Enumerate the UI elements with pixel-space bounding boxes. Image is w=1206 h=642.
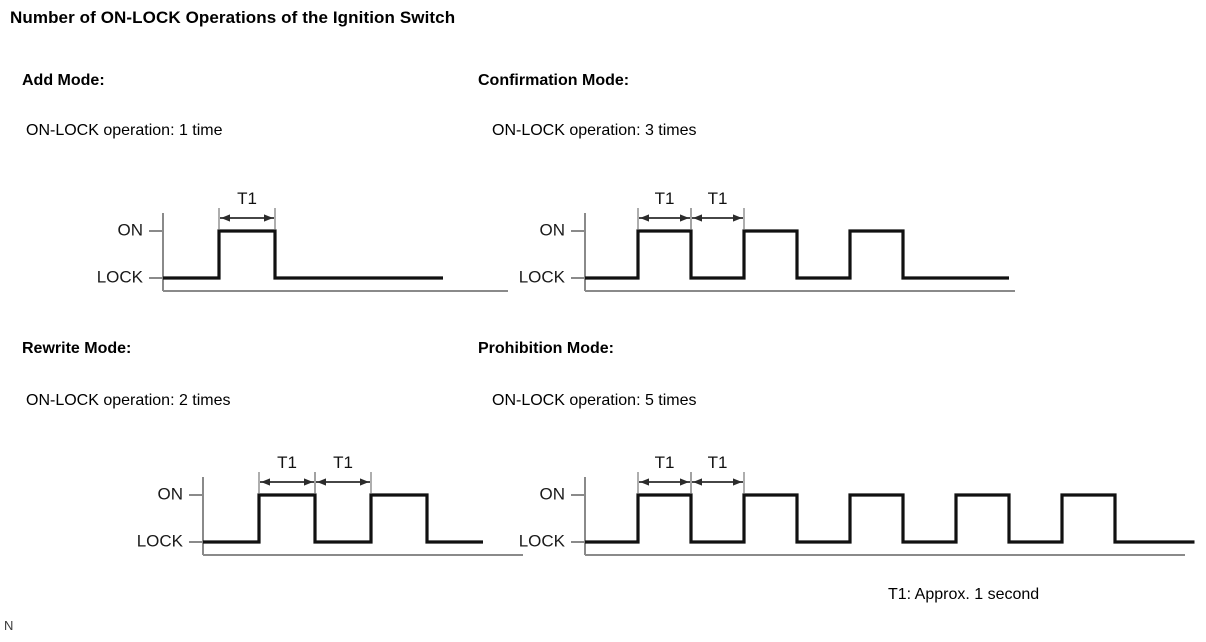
t1-label: T1 (708, 189, 728, 208)
waveform-prohibition-mode: ON LOCK T1 T1 (519, 442, 1197, 572)
level-label-on: ON (158, 484, 184, 503)
stray-page-mark: N (4, 618, 14, 633)
level-label-lock: LOCK (519, 267, 566, 286)
t1-arrowhead-left-icon (640, 478, 649, 486)
t1-arrowhead-left-icon (693, 478, 702, 486)
t1-label: T1 (237, 189, 257, 208)
level-label-on: ON (540, 220, 566, 239)
t1-arrowhead-left-icon (221, 214, 230, 222)
t1-arrowhead-right-icon (733, 214, 742, 222)
panel-subtitle-prohibition-mode: ON-LOCK operation: 5 times (492, 392, 697, 409)
t1-label: T1 (333, 453, 353, 472)
waveform-rewrite-mode: ON LOCK T1 T1 (137, 442, 535, 572)
t1-arrowhead-left-icon (640, 214, 649, 222)
level-label-lock: LOCK (519, 531, 566, 550)
t1-label: T1 (655, 453, 675, 472)
signal-trace (163, 229, 443, 280)
t1-label: T1 (277, 453, 297, 472)
level-label-on: ON (118, 220, 144, 239)
t1-footnote: T1: Approx. 1 second (888, 586, 1040, 603)
panel-heading-rewrite-mode: Rewrite Mode: (22, 340, 132, 357)
t1-arrowhead-left-icon (317, 478, 326, 486)
t1-arrowhead-right-icon (733, 478, 742, 486)
level-label-lock: LOCK (97, 267, 144, 286)
level-label-on: ON (540, 484, 566, 503)
signal-trace (585, 493, 1195, 544)
panel-subtitle-confirmation-mode: ON-LOCK operation: 3 times (492, 122, 697, 139)
level-label-lock: LOCK (137, 531, 184, 550)
signal-trace (585, 229, 1009, 280)
t1-arrowhead-right-icon (360, 478, 369, 486)
t1-arrowhead-right-icon (680, 478, 689, 486)
t1-label: T1 (708, 453, 728, 472)
waveform-svg-prohibition-mode: ON LOCK T1 T1 (519, 453, 1195, 556)
signal-trace (203, 493, 483, 544)
page-title: Number of ON-LOCK Operations of the Igni… (10, 8, 456, 27)
panel-heading-confirmation-mode: Confirmation Mode: (478, 72, 630, 89)
waveform-svg-confirmation-mode: ON LOCK T1 T1 (519, 189, 1015, 292)
t1-arrowhead-right-icon (680, 214, 689, 222)
t1-label: T1 (655, 189, 675, 208)
panel-heading-add-mode: Add Mode: (22, 72, 105, 89)
t1-arrowhead-left-icon (693, 214, 702, 222)
t1-arrowhead-left-icon (261, 478, 270, 486)
panel-subtitle-add-mode: ON-LOCK operation: 1 time (26, 122, 223, 139)
panel-subtitle-rewrite-mode: ON-LOCK operation: 2 times (26, 392, 231, 409)
waveform-confirmation-mode: ON LOCK T1 T1 (519, 178, 1027, 308)
waveform-svg-add-mode: ON LOCK T1 (97, 189, 508, 292)
t1-arrowhead-right-icon (304, 478, 313, 486)
waveform-add-mode: ON LOCK T1 (97, 178, 520, 308)
waveform-svg-rewrite-mode: ON LOCK T1 T1 (137, 453, 523, 556)
panel-heading-prohibition-mode: Prohibition Mode: (478, 340, 614, 357)
t1-arrowhead-right-icon (264, 214, 273, 222)
